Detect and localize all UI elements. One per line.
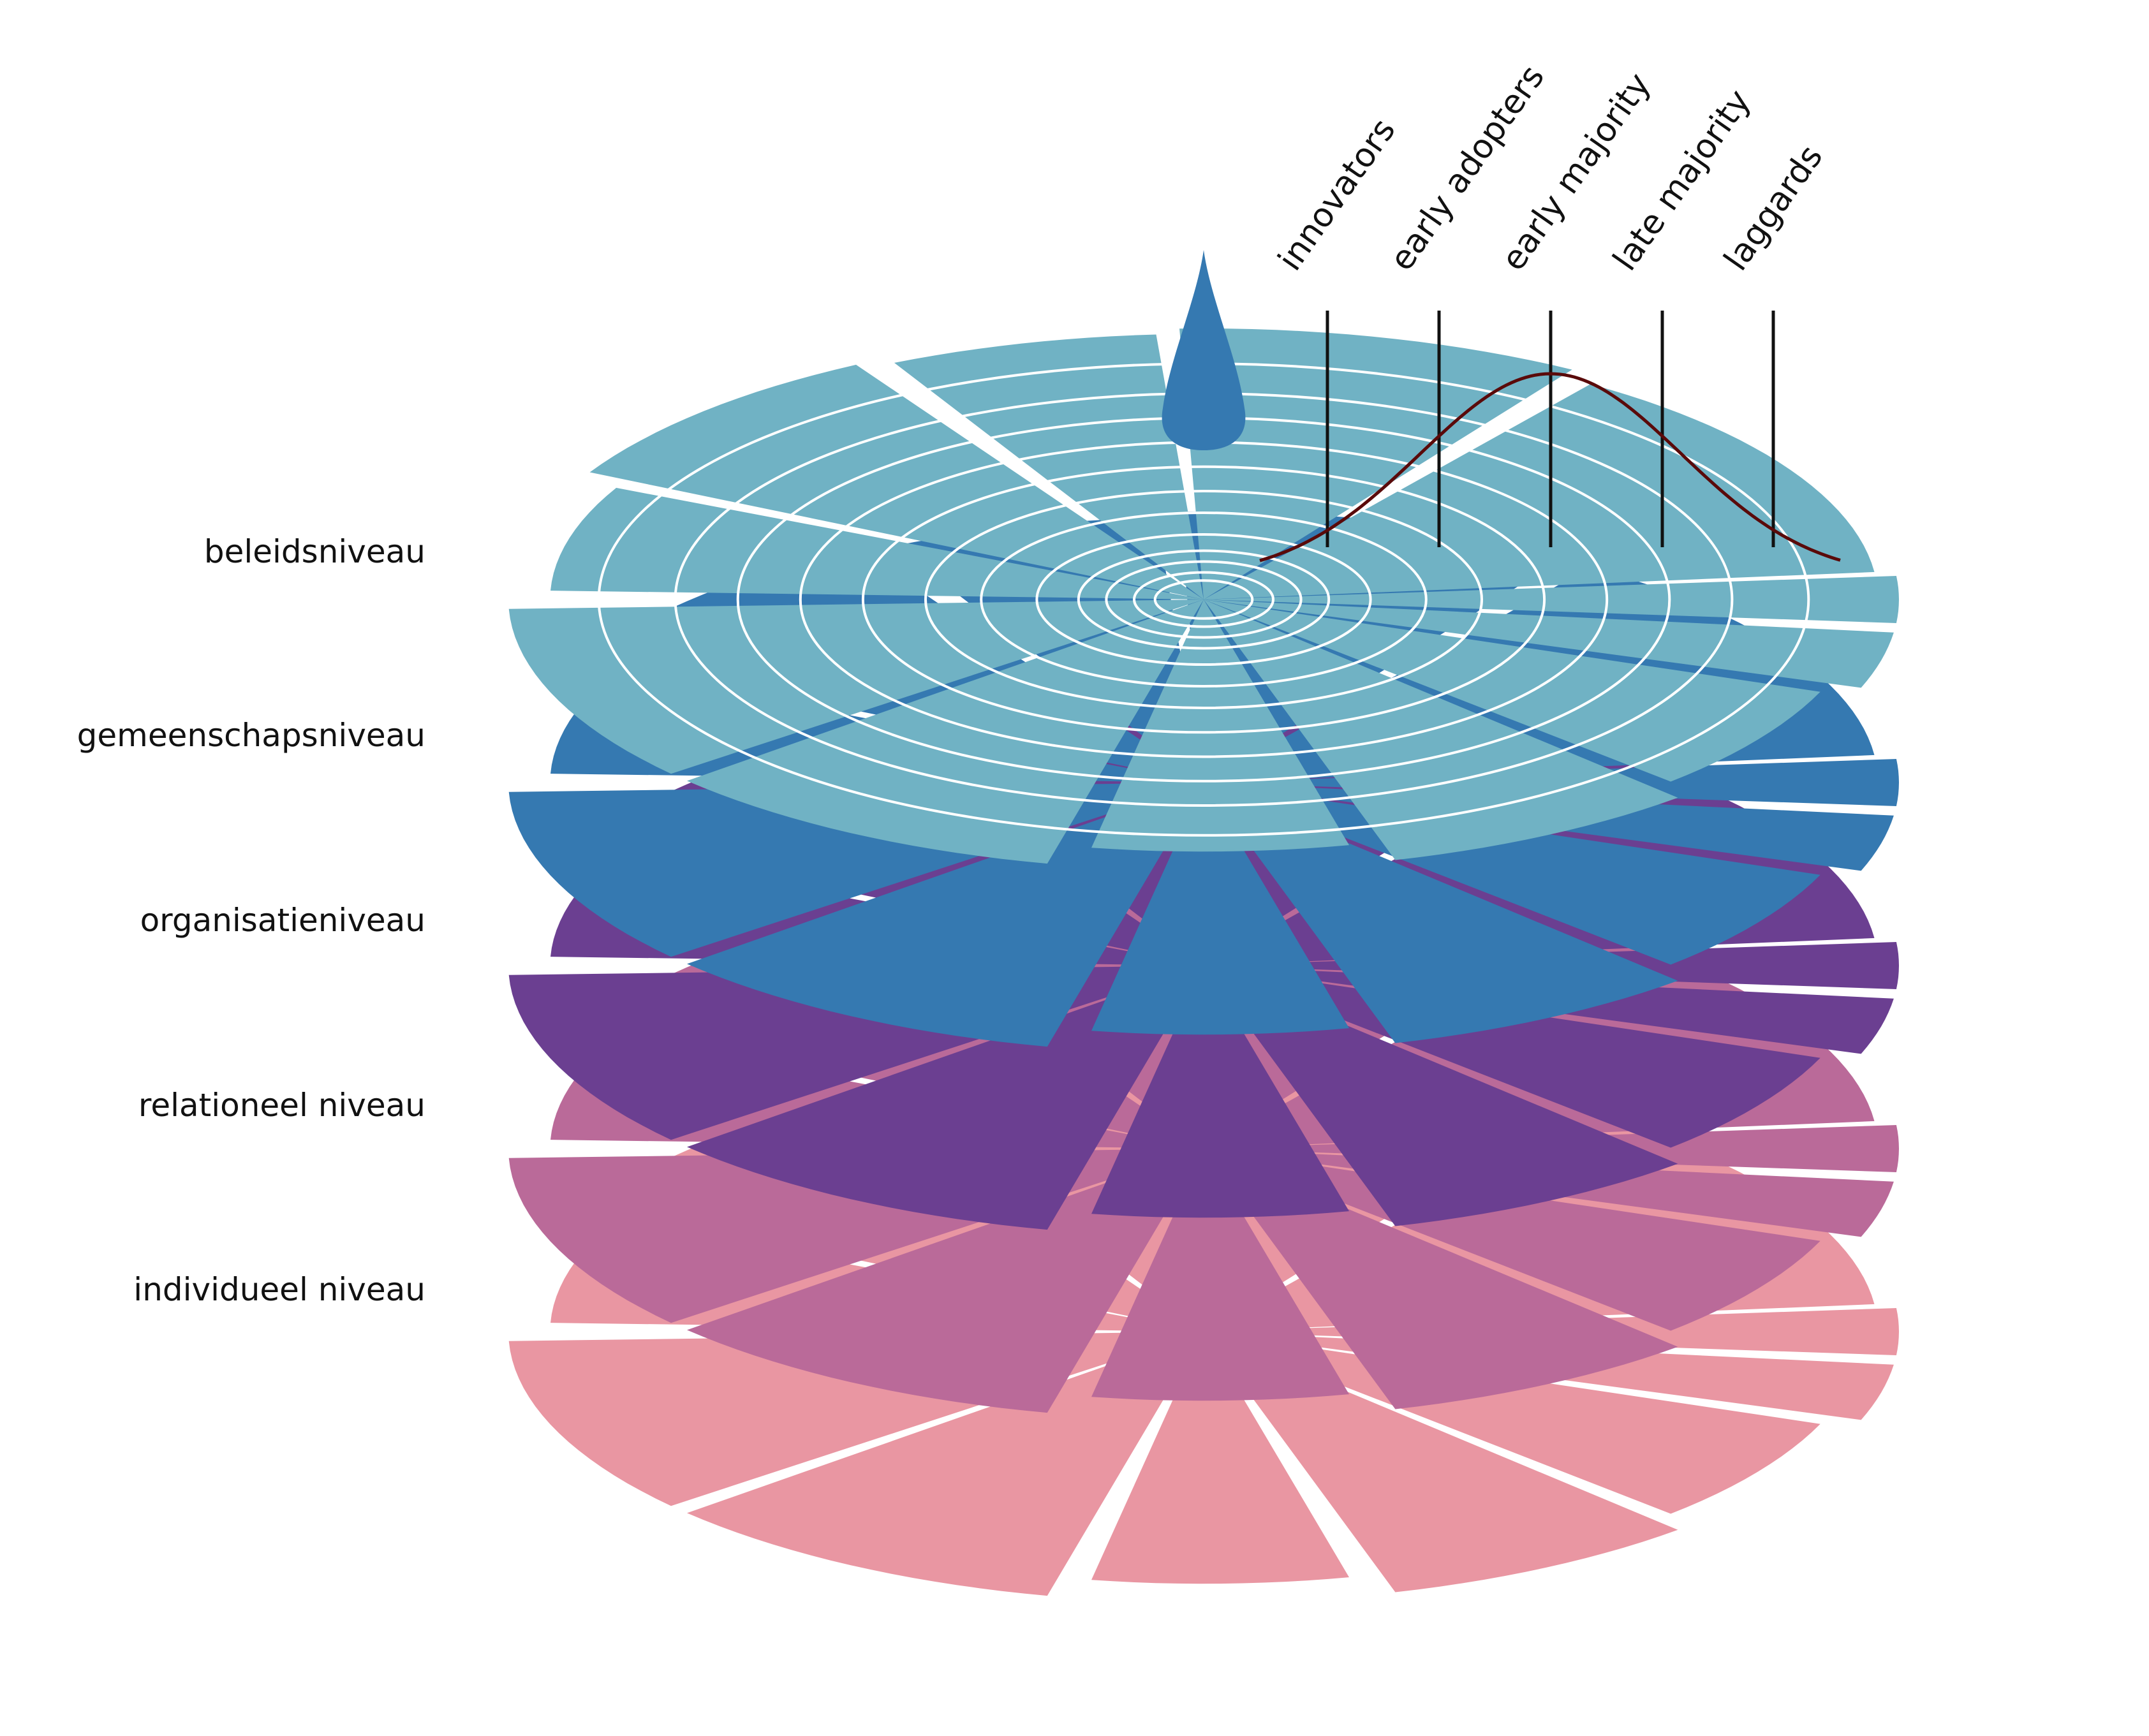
ripple-ring (1153, 579, 1254, 620)
adoption-markers (1326, 311, 1775, 547)
disc-wedge (1091, 1149, 1349, 1401)
ripple-ring (861, 465, 1546, 734)
disc-wedge (1204, 576, 1899, 623)
disc-wedge (1204, 1149, 1820, 1331)
disc-wedge (1091, 1332, 1349, 1584)
disc-wedge (508, 600, 1204, 774)
water-drop-icon (1162, 250, 1246, 450)
disc-wedge (894, 334, 1204, 600)
disc-wedge (1204, 600, 1678, 860)
disc-wedge (1091, 783, 1349, 1035)
disc-wedge (687, 1149, 1204, 1413)
disc-wedge (1204, 384, 1875, 600)
adoption-bell-curve (1259, 372, 1841, 563)
level-label-organisatieniveau: organisatieniveau (140, 902, 425, 939)
ripple-ring (1035, 533, 1372, 666)
disc-wedge (1204, 1149, 1678, 1409)
disc-wedge (1204, 966, 1820, 1148)
level-label-relationeel-niveau: relationeel niveau (138, 1087, 425, 1124)
level-label-individueel-niveau: individueel niveau (133, 1271, 425, 1308)
disc-wedge (687, 783, 1204, 1047)
disc-wedge (687, 1332, 1204, 1596)
disc-wedge (1204, 783, 1678, 1043)
disc-wedge (687, 600, 1204, 864)
disc-wedge (1204, 1332, 1678, 1593)
disc-wedge (1204, 1332, 1820, 1514)
ripple-ring (980, 511, 1428, 688)
disc-wedge (687, 966, 1204, 1230)
disc-layer-beleidsniveau (508, 328, 1899, 864)
disc-wedge (550, 487, 1204, 600)
disc-wedge (589, 364, 1204, 600)
ripple-ring (924, 490, 1483, 709)
ripple-ring (1105, 560, 1303, 639)
level-label-beleidsniveau: beleidsniveau (203, 533, 425, 570)
segment-label-innovators: innovators (1271, 112, 1403, 277)
ripple-ring (1077, 549, 1331, 650)
ripple-ring (1133, 571, 1274, 628)
disc-wedge (1204, 600, 1820, 782)
segment-label-laggards: laggards (1717, 138, 1830, 278)
disc-wedge (1091, 600, 1349, 852)
level-label-gemeenschapsniveau: gemeenschapsniveau (77, 717, 425, 754)
disc-wedge (1091, 966, 1349, 1218)
disc-wedge (1204, 966, 1678, 1226)
disc-wedge (1204, 600, 1894, 688)
